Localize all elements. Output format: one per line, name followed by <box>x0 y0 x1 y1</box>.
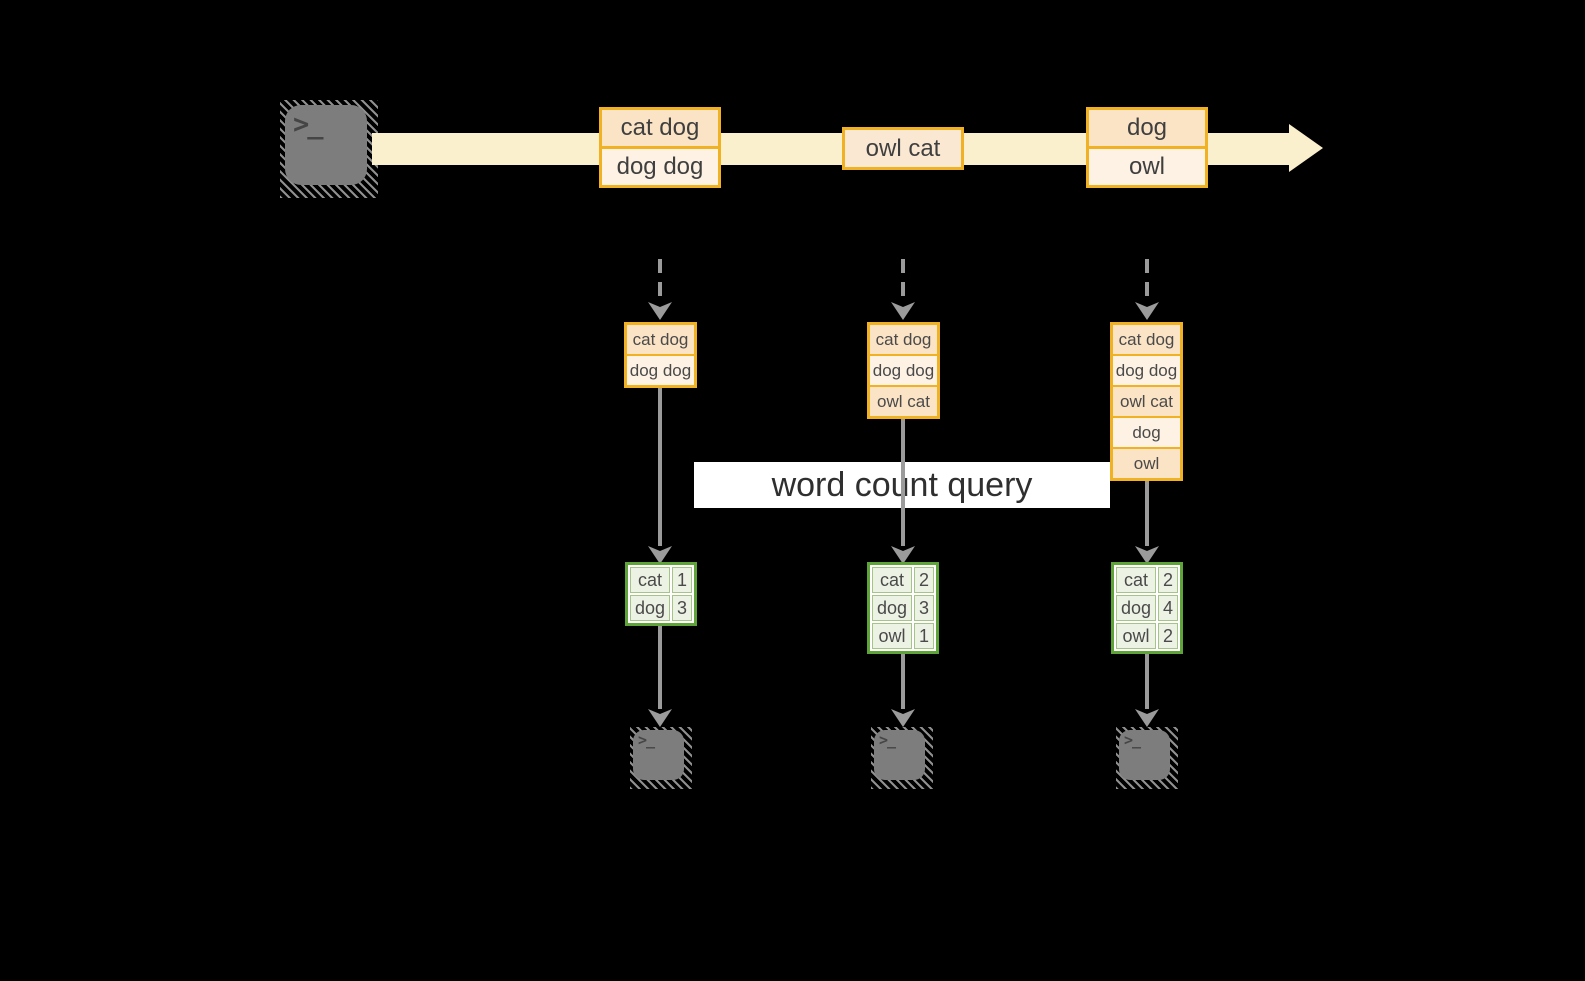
word-cell: cat <box>1116 567 1156 593</box>
buffer-event: owl <box>1113 449 1180 478</box>
count-cell: 3 <box>672 595 692 621</box>
word-cell: owl <box>1116 623 1156 649</box>
word-cell: cat <box>872 567 912 593</box>
arrowhead-icon <box>1135 709 1159 727</box>
event-buffer-right: cat dog dog dog owl cat dog owl <box>1110 322 1183 481</box>
terminal-prompt-icon: >_ <box>293 109 323 140</box>
terminal-prompt-icon: >_ <box>1124 731 1141 749</box>
count-row: dog 3 <box>872 595 934 621</box>
buffer-event: cat dog <box>1113 325 1180 354</box>
count-table-right: cat 2 dog 4 owl 2 <box>1111 562 1183 654</box>
terminal-body <box>874 730 925 780</box>
terminal-prompt-icon: >_ <box>638 731 655 749</box>
count-row: cat 2 <box>872 567 934 593</box>
count-row: cat 2 <box>1116 567 1178 593</box>
buffer-event: cat dog <box>870 325 937 354</box>
count-table-middle: cat 2 dog 3 owl 1 <box>867 562 939 654</box>
query-flow-arrow-right <box>1135 481 1159 564</box>
word-cell: owl <box>872 623 912 649</box>
stream-event: cat dog <box>602 110 718 146</box>
count-cell: 4 <box>1158 595 1178 621</box>
output-terminal-icon-middle: >_ <box>871 727 933 789</box>
terminal-body <box>633 730 684 780</box>
count-cell: 2 <box>1158 623 1178 649</box>
buffer-event: dog dog <box>1113 356 1180 385</box>
count-row: owl 2 <box>1116 623 1178 649</box>
output-terminal-icon-left: >_ <box>630 727 692 789</box>
buffer-event: owl cat <box>1113 387 1180 416</box>
count-cell: 2 <box>1158 567 1178 593</box>
source-terminal-icon: >_ <box>280 100 378 198</box>
buffer-event: dog <box>1113 418 1180 447</box>
word-cell: dog <box>1116 595 1156 621</box>
terminal-prompt-icon: >_ <box>879 731 896 749</box>
terminal-body <box>285 105 367 185</box>
terminal-body <box>1119 730 1170 780</box>
buffer-event: dog dog <box>870 356 937 385</box>
output-terminal-icon-right: >_ <box>1116 727 1178 789</box>
count-cell: 1 <box>914 623 934 649</box>
buffer-event: cat dog <box>627 325 694 354</box>
word-cell: cat <box>630 567 670 593</box>
arrowhead-icon <box>891 709 915 727</box>
query-flow-arrow-left <box>648 388 672 564</box>
count-row: owl 1 <box>872 623 934 649</box>
arrowhead-icon <box>648 302 672 320</box>
buffer-event: owl cat <box>870 387 937 416</box>
count-cell: 3 <box>914 595 934 621</box>
arrowhead-icon <box>648 546 672 564</box>
stream-event: dog dog <box>602 149 718 185</box>
stream-event-batch-3: dog owl <box>1086 107 1208 188</box>
arrowhead-icon <box>648 709 672 727</box>
query-flow-arrow-middle <box>891 419 915 564</box>
ingest-arrow-right <box>1135 259 1159 320</box>
count-row: dog 3 <box>630 595 692 621</box>
stream-event-batch-1: cat dog dog dog <box>599 107 721 188</box>
word-cell: dog <box>630 595 670 621</box>
arrowhead-icon <box>1135 546 1159 564</box>
output-arrow-middle <box>891 654 915 727</box>
ingest-arrow-left <box>648 259 672 320</box>
stream-event-batch-2: owl cat <box>842 127 964 170</box>
ingest-arrow-middle <box>891 259 915 320</box>
event-buffer-left: cat dog dog dog <box>624 322 697 388</box>
output-arrow-left <box>648 626 672 727</box>
count-cell: 1 <box>672 567 692 593</box>
word-cell: dog <box>872 595 912 621</box>
arrowhead-icon <box>891 302 915 320</box>
arrowhead-icon <box>1135 302 1159 320</box>
arrowhead-icon <box>891 546 915 564</box>
count-cell: 2 <box>914 567 934 593</box>
event-buffer-middle: cat dog dog dog owl cat <box>867 322 940 419</box>
stream-event: dog <box>1089 110 1205 146</box>
stream-event: owl <box>1089 149 1205 185</box>
output-arrow-right <box>1135 654 1159 727</box>
count-row: cat 1 <box>630 567 692 593</box>
count-row: dog 4 <box>1116 595 1178 621</box>
count-table-left: cat 1 dog 3 <box>625 562 697 626</box>
stream-arrowhead-icon <box>1289 124 1323 172</box>
buffer-event: dog dog <box>627 356 694 385</box>
